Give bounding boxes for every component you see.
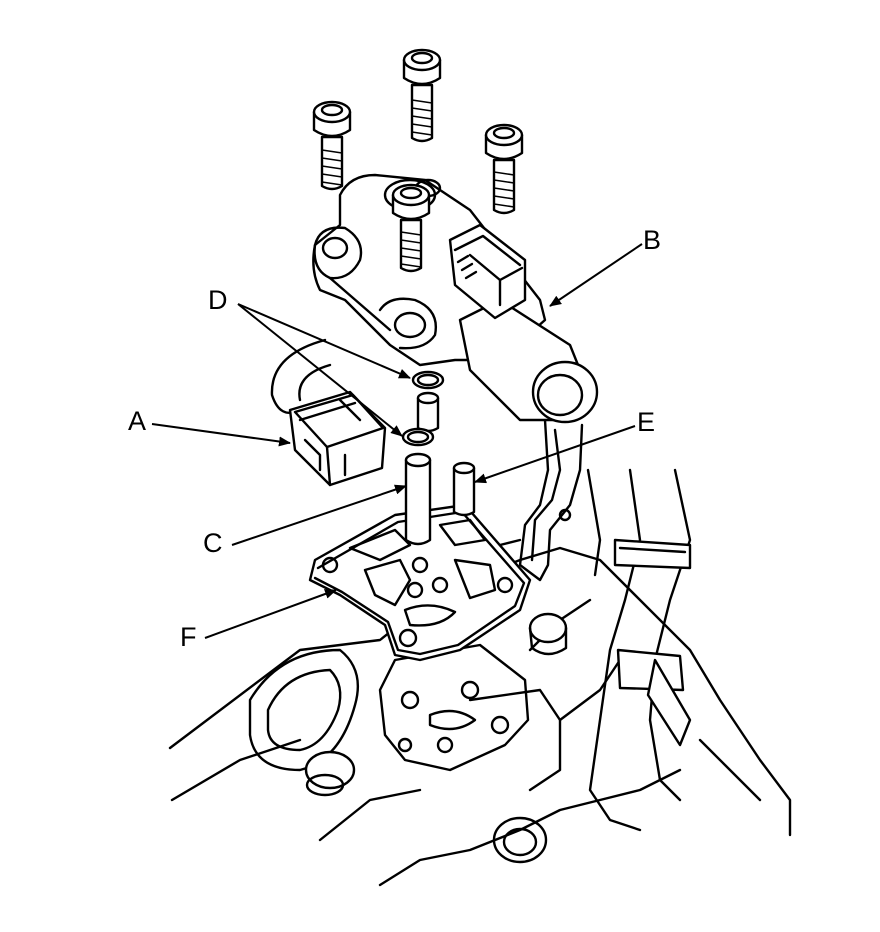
leader-d-upper <box>237 303 411 379</box>
engine-block <box>168 546 792 887</box>
bolt-center <box>391 183 431 273</box>
callout-f-label: F <box>180 622 197 652</box>
leader-b <box>549 243 643 307</box>
short-pipe <box>416 391 440 433</box>
long-pipe <box>404 452 432 546</box>
dowel-pin <box>452 461 476 517</box>
callout-b-label: B <box>643 225 662 255</box>
bolt-left <box>312 100 352 191</box>
leader-c <box>231 484 407 546</box>
leader-f <box>204 589 337 639</box>
leader-lines <box>151 243 643 639</box>
callout-a-label: A <box>128 406 147 436</box>
bolt-right <box>484 123 524 215</box>
bolt-top <box>402 48 442 143</box>
wiring-harness <box>588 468 692 832</box>
callout-e-label: E <box>637 407 656 437</box>
bolts <box>312 48 524 273</box>
solenoid-valve <box>312 173 599 424</box>
leader-e <box>474 425 636 484</box>
leader-d-lower <box>237 303 403 437</box>
callout-d-label: D <box>208 285 228 315</box>
leader-a <box>151 423 291 447</box>
callout-c-label: C <box>203 528 223 558</box>
connector <box>270 338 387 487</box>
o-rings <box>401 370 445 447</box>
